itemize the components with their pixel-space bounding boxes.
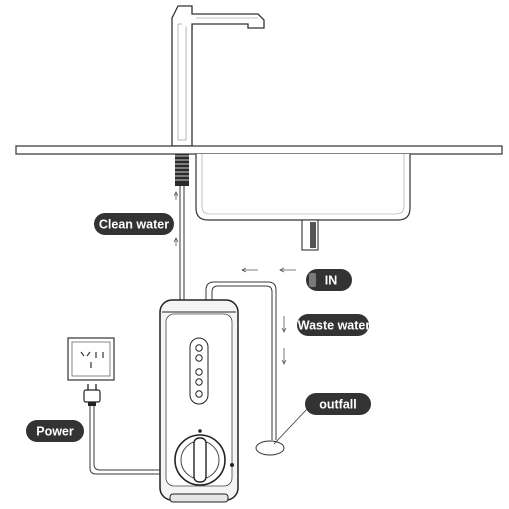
waste-water-label: Waste water xyxy=(297,314,370,336)
power-label-text: Power xyxy=(36,425,74,439)
countertop xyxy=(15,145,503,155)
outfall-drain xyxy=(255,407,309,456)
indicator-panel xyxy=(189,337,209,405)
outfall-label-text: outfall xyxy=(319,398,357,412)
waste-water-label-text: Waste water xyxy=(298,319,371,333)
inlet-tube xyxy=(205,267,296,440)
inlet-label-text: IN xyxy=(325,274,338,288)
clean-water-label-text: Clean water xyxy=(99,218,169,232)
inlet-label: IN xyxy=(306,269,352,291)
power-plug-icon xyxy=(83,384,101,406)
clean-water-label: Clean water xyxy=(94,213,174,235)
outfall-label: outfall xyxy=(305,393,371,415)
power-cord xyxy=(89,404,160,475)
wall-socket-icon xyxy=(67,337,115,381)
sink-basin xyxy=(195,154,411,251)
purifier-unit xyxy=(159,299,239,503)
power-label: Power xyxy=(26,420,84,442)
dial-knob-icon xyxy=(174,429,226,486)
faucet-icon xyxy=(171,5,265,186)
clean-water-tube xyxy=(173,186,185,300)
